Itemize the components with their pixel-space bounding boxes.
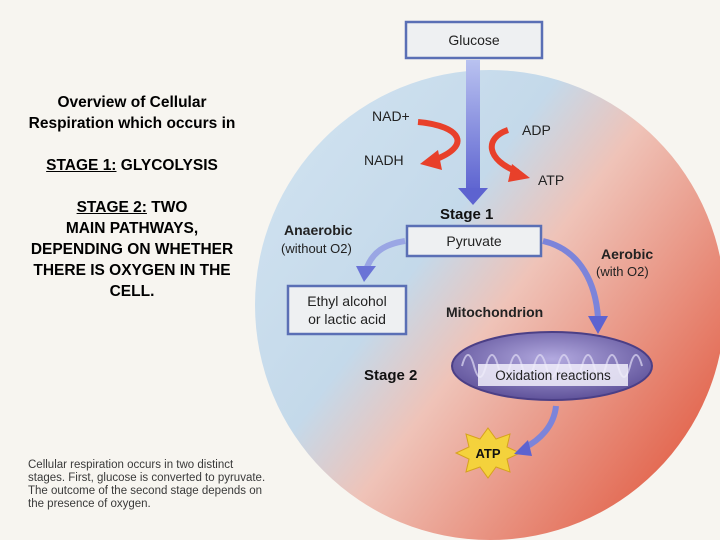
aerobic-condition: (with O2) [596, 264, 649, 279]
overview-title-line1: Overview of Cellular [57, 94, 207, 111]
anaerobic-condition: (without O2) [281, 241, 352, 256]
atp-burst [454, 427, 522, 479]
stage2-line4: THERE IS OXYGEN IN THE [33, 262, 231, 279]
glucose-arrow-head [458, 188, 488, 205]
glucose-label: Glucose [448, 32, 500, 48]
caption-line4: the presence of oxygen. [28, 498, 151, 510]
caption-line1: Cellular respiration occurs in two disti… [28, 459, 234, 471]
adp-arrow-head [508, 164, 530, 182]
mito-atp-arrow-head [514, 440, 532, 456]
ethyl-line1: Ethyl alcohol [307, 293, 386, 309]
stage2-line2: MAIN PATHWAYS, [65, 220, 199, 237]
glucose-arrow-shaft [466, 60, 480, 192]
glucose-box [404, 20, 544, 60]
atp-stage1-label: ATP [538, 172, 564, 188]
oxidation-label: Oxidation reactions [495, 368, 611, 383]
aerobic-arrow [542, 238, 601, 319]
stage2-heading: STAGE 2: TWO [12, 197, 252, 218]
oxidation-label-bg [478, 364, 628, 386]
nadh-label: NADH [364, 152, 404, 168]
mitochondrion-label: Mitochondrion [446, 304, 543, 320]
cell-circle [255, 70, 720, 540]
aerobic-label: Aerobic [601, 246, 653, 262]
pyruvate-box [405, 224, 543, 258]
anaerobic-arrow-head [356, 266, 376, 282]
nad-arrow-head [420, 150, 442, 170]
adp-arrow [488, 127, 520, 175]
stage1-label: STAGE 1: [46, 157, 117, 174]
stage1-heading: STAGE 1: GLYCOLYSIS [12, 155, 252, 176]
overview-text: Overview of Cellular Respiration which o… [12, 92, 252, 302]
caption-line2: stages. First, glucose is converted to p… [28, 472, 266, 484]
figure-caption: Cellular respiration occurs in two disti… [28, 459, 298, 511]
stage2-text: TWO [151, 199, 188, 216]
adp-label: ADP [522, 122, 551, 138]
caption-line3: The outcome of the second stage depends … [28, 485, 262, 497]
stage1-text: GLYCOLYSIS [120, 157, 218, 174]
anaerobic-label: Anaerobic [284, 222, 353, 238]
pyruvate-label: Pyruvate [446, 233, 501, 249]
stage2-line5: CELL. [109, 283, 155, 300]
stage2-label: STAGE 2: [76, 199, 147, 216]
stage2-line3: DEPENDING ON WHETHER [30, 241, 234, 258]
aerobic-arrow-head [588, 316, 608, 334]
stage1-label: Stage 1 [440, 206, 493, 223]
atp-stage2-label: ATP [475, 446, 500, 461]
anaerobic-arrow [363, 238, 406, 272]
stage2-label: Stage 2 [364, 367, 417, 384]
ethyl-alcohol-box [286, 284, 408, 336]
nad-plus-label: NAD+ [372, 108, 410, 124]
overview-title-line2: Respiration which occurs in [28, 115, 236, 132]
ethyl-line2: or lactic acid [308, 311, 386, 327]
nad-arrow [417, 119, 461, 163]
